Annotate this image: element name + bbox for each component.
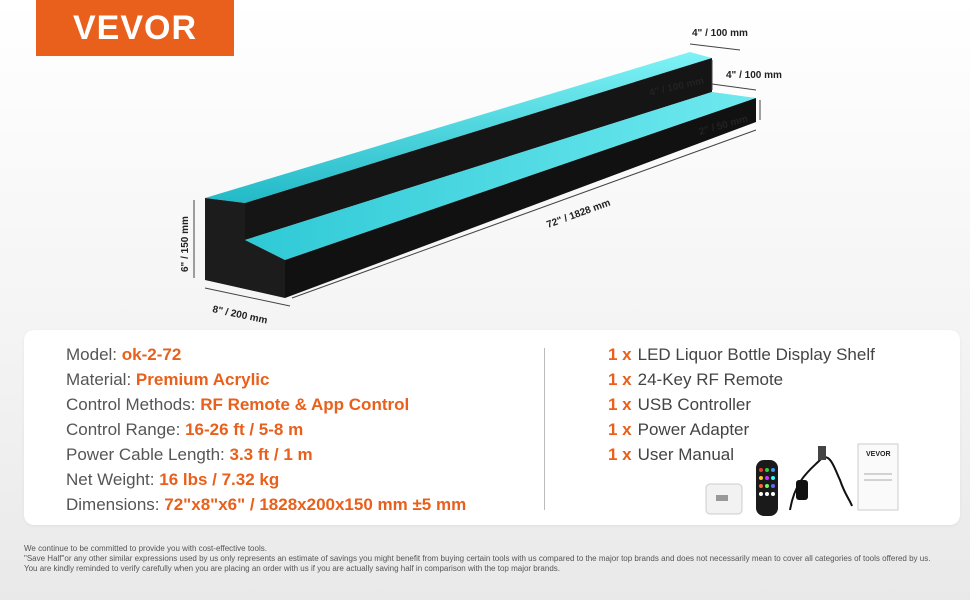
disclaimer-line: You are kindly reminded to verify carefu… xyxy=(24,564,560,573)
shelf-upper-top xyxy=(205,52,712,203)
shelf-lower-top xyxy=(245,92,756,260)
disclaimer: We continue to be committed to provide y… xyxy=(24,544,960,574)
card-divider xyxy=(544,348,545,510)
disclaimer-line: "Save Half"or any other similar expressi… xyxy=(24,554,931,563)
spec-control-range: Control Range: 16-26 ft / 5-8 m xyxy=(66,420,304,439)
spec-cable-length: Power Cable Length: 3.3 ft / 1 m xyxy=(66,445,313,464)
spec-material: Material: Premium Acrylic xyxy=(66,370,270,389)
shelf-lower-front xyxy=(285,98,756,298)
accessories-image: VEVOR xyxy=(705,443,899,516)
dim-height: 6" / 150 mm xyxy=(180,216,191,272)
spec-control-methods: Control Methods: RF Remote & App Control xyxy=(66,395,410,414)
dim-lower-depth: 4" / 100 mm xyxy=(726,70,782,81)
shelf-end-cap xyxy=(205,198,285,298)
spec-model: Model: ok-2-72 xyxy=(66,345,182,364)
spec-list: Model: ok-2-72 Material: Premium Acrylic… xyxy=(66,342,466,517)
svg-text:VEVOR: VEVOR xyxy=(866,451,891,458)
dim-depth: 8" / 200 mm xyxy=(211,304,268,326)
usb-controller-icon xyxy=(789,446,853,511)
shelf-upper-front xyxy=(245,58,712,240)
remote-icon xyxy=(756,460,778,516)
spec-dimensions: Dimensions: 72"x8"x6" / 1828x200x150 mm … xyxy=(66,495,467,514)
power-adapter-icon xyxy=(705,483,743,515)
product-diagram: 4" / 100 mm 4" / 100 mm 4" / 100 mm 2" /… xyxy=(180,28,782,327)
spec-card: Model: ok-2-72 Material: Premium Acrylic… xyxy=(24,330,960,525)
disclaimer-line: We continue to be committed to provide y… xyxy=(24,544,267,553)
spec-net-weight: Net Weight: 16 lbs / 7.32 kg xyxy=(66,470,280,489)
vevor-logo: VEVOR xyxy=(36,0,234,56)
user-manual-icon: VEVOR xyxy=(857,443,899,511)
dim-top-depth: 4" / 100 mm xyxy=(692,28,748,39)
